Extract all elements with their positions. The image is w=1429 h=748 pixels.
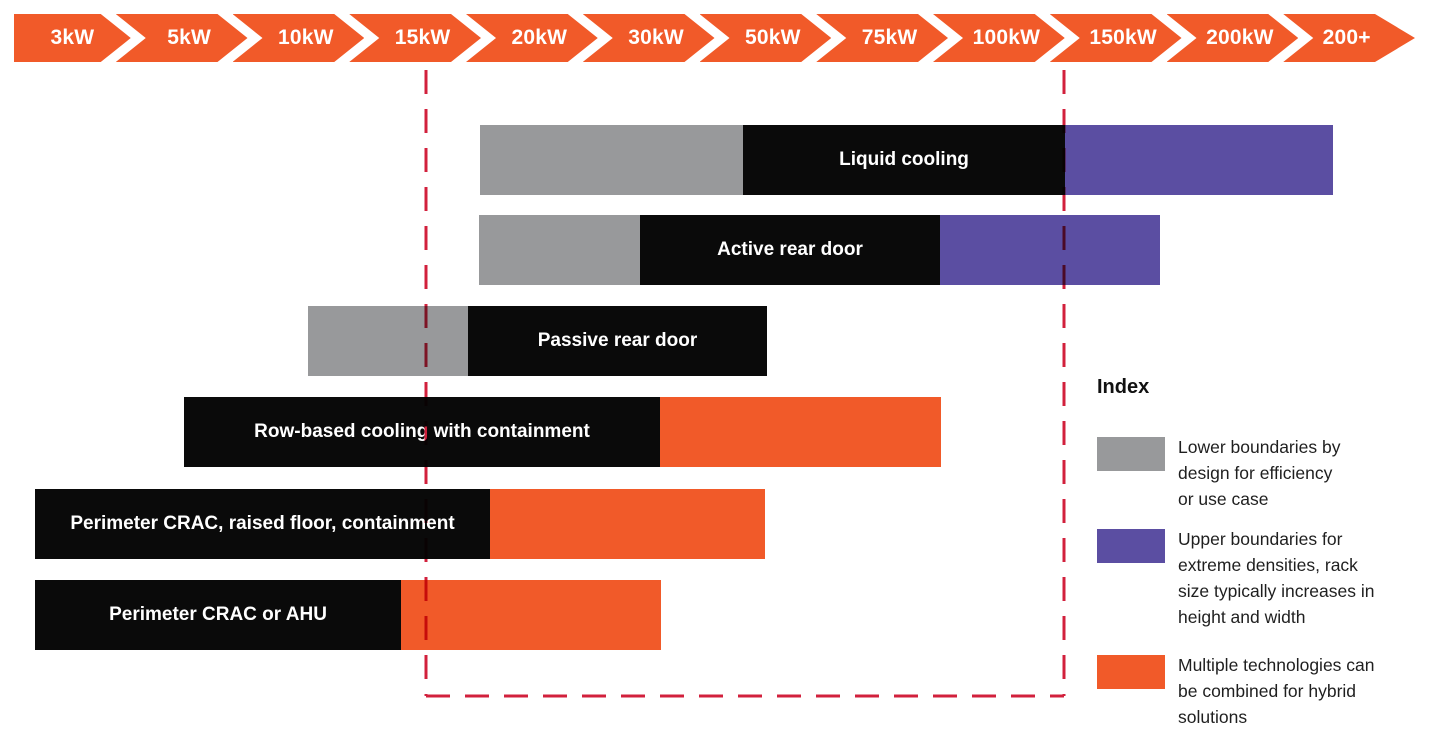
legend-item-upper-boundaries: Upper boundaries for extreme densities, … — [1097, 526, 1418, 630]
bar-segment-orange — [660, 397, 941, 467]
band-label: 100kW — [972, 26, 1041, 49]
band-label: 50kW — [745, 26, 801, 49]
bar-label: Perimeter CRAC or AHU — [109, 604, 327, 625]
band-label: 200kW — [1206, 26, 1274, 49]
band-segment: 150kW — [1049, 14, 1182, 62]
band-label: 150kW — [1089, 26, 1157, 49]
orange-swatch-icon — [1097, 655, 1165, 689]
bar-segment-black: Row-based cooling with containment — [184, 397, 660, 467]
band-label: 30kW — [628, 26, 684, 49]
bar-segment-purple — [1065, 125, 1333, 195]
bar-label: Row-based cooling with containment — [254, 421, 590, 442]
bar-label: Liquid cooling — [839, 149, 969, 170]
band-segment: 3kW — [14, 14, 131, 62]
bar-segment-gray — [479, 215, 640, 285]
band-label: 20kW — [511, 26, 568, 49]
band-label: 3kW — [50, 26, 95, 49]
band-label: 10kW — [278, 26, 334, 49]
legend-title: Index — [1097, 376, 1150, 398]
band-label: 200+ — [1322, 26, 1371, 49]
band-segment: 50kW — [699, 14, 832, 62]
band-segment: 100kW — [933, 14, 1065, 62]
bar-segment-purple — [940, 215, 1160, 285]
bar-segment-black: Active rear door — [640, 215, 940, 285]
band-label: 75kW — [861, 26, 918, 49]
legend-item-text: Lower boundaries by design for efficienc… — [1178, 437, 1341, 509]
bar-segment-black: Passive rear door — [468, 306, 767, 376]
bar-segment-gray — [480, 125, 743, 195]
bar-label: Perimeter CRAC, raised floor, containmen… — [70, 513, 455, 534]
bar-segment-orange — [401, 580, 661, 650]
band-segment: 200kW — [1166, 14, 1299, 62]
band-label: 15kW — [394, 26, 451, 49]
bar-label: Passive rear door — [537, 330, 698, 351]
band-segment: 200+ — [1283, 14, 1415, 62]
legend-item-hybrid-solutions: Multiple technologies can be combined fo… — [1097, 652, 1418, 730]
band-segment: 75kW — [816, 14, 948, 62]
band-segment: 10kW — [232, 14, 365, 62]
legend-item-text: Upper boundaries for extreme densities, … — [1178, 529, 1375, 627]
purple-swatch-icon — [1097, 529, 1165, 563]
bar-segment-black: Liquid cooling — [743, 125, 1065, 195]
bar-segment-black: Perimeter CRAC or AHU — [35, 580, 401, 650]
legend-item-text: Multiple technologies can be combined fo… — [1178, 655, 1375, 727]
band-segment: 20kW — [466, 14, 598, 62]
legend: Index Lower boundaries by design for eff… — [1097, 376, 1417, 727]
band-segment: 30kW — [582, 14, 715, 62]
band-segment: 15kW — [349, 14, 481, 62]
band-segment: 5kW — [115, 14, 248, 62]
band-label: 5kW — [167, 26, 212, 49]
gray-swatch-icon — [1097, 437, 1165, 471]
legend-item-lower-boundaries: Lower boundaries by design for efficienc… — [1097, 434, 1418, 512]
bar-label: Active rear door — [717, 239, 863, 260]
bar-segment-black: Perimeter CRAC, raised floor, containmen… — [35, 489, 490, 559]
bar-segment-gray — [308, 306, 468, 376]
bar-segment-orange — [490, 489, 765, 559]
